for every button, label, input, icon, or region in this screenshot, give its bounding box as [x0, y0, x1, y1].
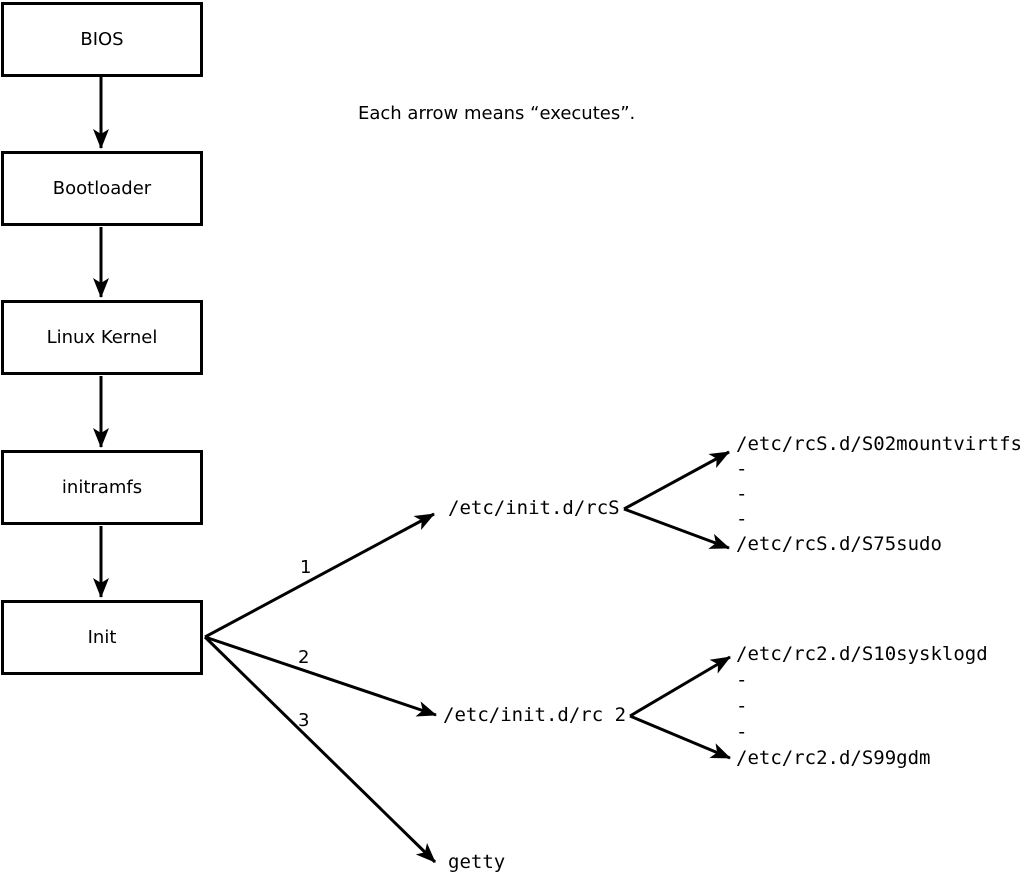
- branch-number-2: 2: [298, 647, 310, 668]
- script-item-dash: -: [736, 695, 748, 717]
- box-bios: BIOS: [1, 2, 203, 77]
- box-init: Init: [1, 600, 203, 675]
- script-item-dash: -: [736, 458, 748, 480]
- node-getty: getty: [448, 851, 506, 873]
- script-item-dash: -: [736, 721, 748, 743]
- node-etc-init-d-rc2: /etc/init.d/rc 2: [443, 704, 627, 726]
- box-init-label: Init: [87, 627, 117, 648]
- box-bootloader: Bootloader: [1, 151, 203, 226]
- box-linux-kernel: Linux Kernel: [1, 300, 203, 375]
- arrow-init-to-rc2: [204, 635, 437, 717]
- branch-number-1: 1: [300, 557, 312, 578]
- box-initramfs: initramfs: [1, 450, 203, 525]
- script-item-s99gdm: /etc/rc2.d/S99gdm: [736, 747, 931, 769]
- script-item-dash: -: [736, 669, 748, 691]
- script-item-dash: -: [736, 508, 748, 530]
- script-item-s10sysklogd: /etc/rc2.d/S10sysklogd: [736, 643, 988, 665]
- node-etc-init-d-rcs: /etc/init.d/rcS: [448, 497, 620, 519]
- box-bios-label: BIOS: [80, 29, 124, 50]
- rcs-script-list: /etc/rcS.d/S02mountvirtfs - - - /etc/rcS…: [736, 432, 1022, 557]
- arrow-rcs-to-s75sudo: [623, 507, 730, 550]
- rc2-script-list: /etc/rc2.d/S10sysklogd - - - /etc/rc2.d/…: [736, 641, 988, 771]
- box-initramfs-label: initramfs: [61, 477, 143, 498]
- script-item-s02mountvirtfs: /etc/rcS.d/S02mountvirtfs: [736, 433, 1022, 455]
- arrow-init-to-rcs: [204, 512, 435, 639]
- branch-number-3: 3: [298, 710, 310, 731]
- arrow-rcs-to-s02mountvirtfs: [623, 450, 730, 511]
- box-linux-kernel-label: Linux Kernel: [46, 327, 158, 348]
- script-item-dash: -: [736, 483, 748, 505]
- arrow-rc2-to-s10sysklogd: [629, 655, 731, 718]
- arrow-rc2-to-s99gdm: [629, 714, 731, 760]
- box-bootloader-label: Bootloader: [52, 178, 152, 199]
- script-item-s75sudo: /etc/rcS.d/S75sudo: [736, 533, 942, 555]
- arrow-init-to-getty: [203, 635, 437, 864]
- legend-caption: Each arrow means “executes”.: [358, 103, 636, 124]
